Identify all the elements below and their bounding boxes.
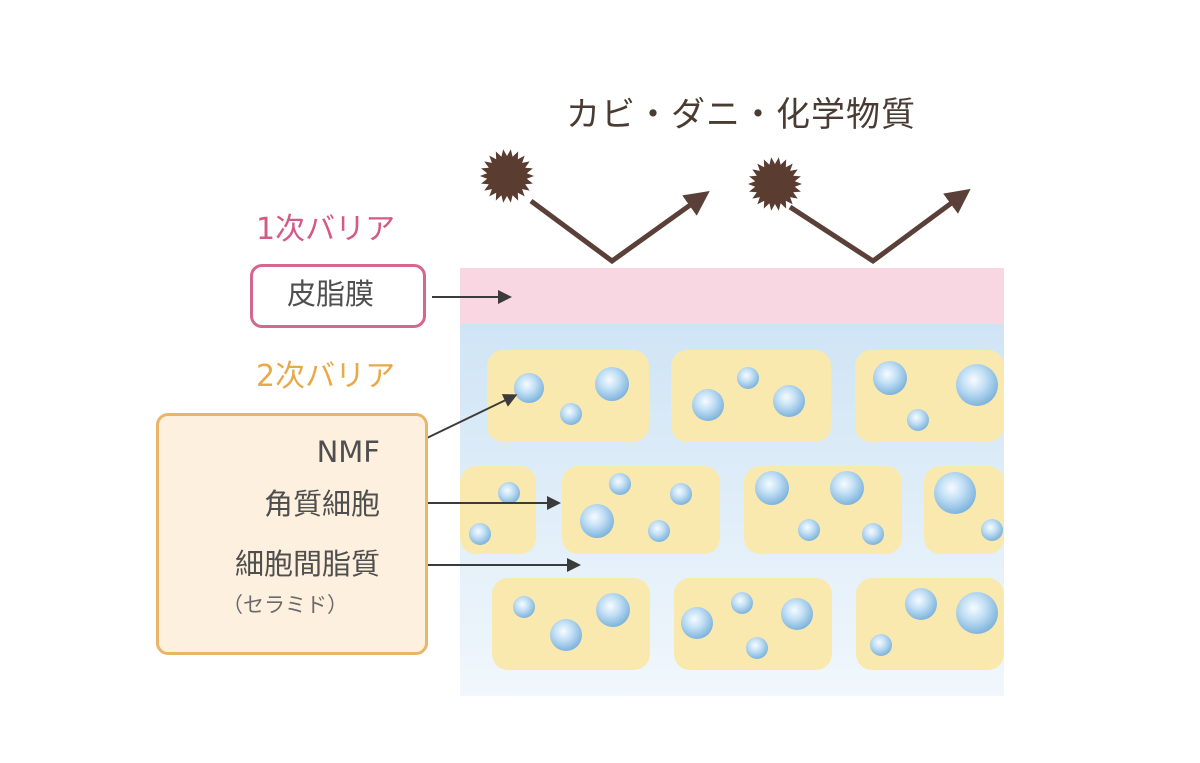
moisture-droplet-icon <box>956 592 998 634</box>
primary-barrier-heading: 1次バリア <box>256 212 396 247</box>
moisture-droplet-icon <box>981 519 1003 541</box>
moisture-droplet-icon <box>755 471 789 505</box>
sebum-layer <box>460 268 1004 324</box>
nmf-droplets <box>469 361 1003 659</box>
moisture-droplet-icon <box>781 598 813 630</box>
moisture-droplet-icon <box>498 482 520 504</box>
spiky-particle-icon <box>748 157 802 211</box>
moisture-droplet-icon <box>934 472 976 514</box>
spiky-particle-icon <box>480 149 534 203</box>
moisture-droplet-icon <box>469 523 491 545</box>
nmf-label: NMF <box>316 435 380 469</box>
primary-barrier-box <box>250 264 426 328</box>
moisture-droplet-icon <box>870 634 892 656</box>
moisture-droplet-icon <box>907 409 929 431</box>
ceramide-note: （セラミド） <box>222 593 348 617</box>
moisture-droplet-icon <box>560 403 582 425</box>
deflection-arrow-1 <box>529 191 710 265</box>
moisture-droplet-icon <box>737 367 759 389</box>
deflection-arrow-2 <box>788 188 971 265</box>
moisture-droplet-icon <box>596 593 630 627</box>
moisture-droplet-icon <box>580 504 614 538</box>
corneocyte-cell <box>487 350 649 442</box>
moisture-droplet-icon <box>609 473 631 495</box>
moisture-droplet-icon <box>648 520 670 542</box>
sebum-label: 皮脂膜 <box>287 277 375 311</box>
moisture-droplet-icon <box>862 523 884 545</box>
moisture-droplet-icon <box>746 637 768 659</box>
moisture-droplet-icon <box>514 373 544 403</box>
moisture-droplet-icon <box>830 471 864 505</box>
moisture-droplet-icon <box>798 519 820 541</box>
secondary-barrier-box <box>156 413 428 655</box>
moisture-droplet-icon <box>670 483 692 505</box>
moisture-droplet-icon <box>873 361 907 395</box>
moisture-droplet-icon <box>550 619 582 651</box>
corneocyte-label: 角質細胞 <box>263 487 380 521</box>
moisture-droplet-icon <box>956 364 998 406</box>
allergen-particles <box>480 149 802 211</box>
moisture-droplet-icon <box>692 389 724 421</box>
moisture-droplet-icon <box>681 607 713 639</box>
moisture-droplet-icon <box>731 592 753 614</box>
moisture-droplet-icon <box>905 588 937 620</box>
moisture-droplet-icon <box>595 367 629 401</box>
moisture-droplet-icon <box>773 385 805 417</box>
intercellular-lipid-label: 細胞間脂質 <box>234 547 380 581</box>
secondary-barrier-heading: 2次バリア <box>256 359 396 394</box>
moisture-droplet-icon <box>513 596 535 618</box>
allergen-title: カビ・ダニ・化学物質 <box>566 95 916 135</box>
